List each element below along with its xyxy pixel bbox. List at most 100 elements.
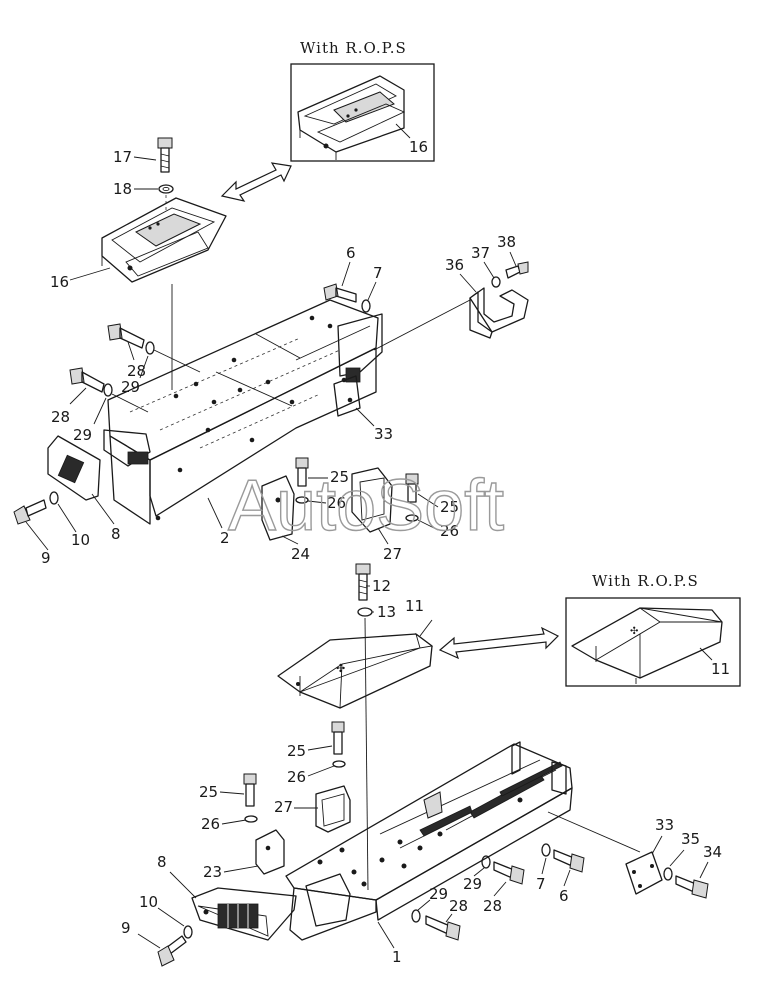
callout-17: 17 bbox=[113, 148, 132, 166]
bolt-25-upper-b bbox=[405, 473, 419, 503]
callout-10-upper: 10 bbox=[71, 531, 90, 549]
callout-29-upper-b: 29 bbox=[73, 426, 92, 444]
bottom-rops-inset: With R.O.P.S ✣ 11 bbox=[565, 572, 741, 687]
bracket-33-upper bbox=[333, 375, 361, 417]
bottom-inset-caption: With R.O.P.S bbox=[592, 572, 699, 590]
cover-8-upper bbox=[47, 435, 101, 501]
callout-11: 11 bbox=[405, 597, 424, 615]
bolt-28-lower-a bbox=[425, 915, 461, 941]
bolt-28-lower-b bbox=[493, 861, 525, 885]
bolt-25-lower-a bbox=[331, 721, 345, 755]
callout-28-lower-a: 28 bbox=[449, 897, 468, 915]
bolt-38 bbox=[505, 261, 529, 279]
bracket-23 bbox=[255, 829, 285, 875]
washer-7-lower bbox=[541, 843, 551, 857]
washer-29-upper-a bbox=[145, 341, 155, 355]
washer-29-lower-b bbox=[481, 855, 491, 869]
callout-16-inset: 16 bbox=[409, 138, 428, 156]
callout-9-upper: 9 bbox=[41, 549, 51, 567]
callout-23: 23 bbox=[203, 863, 222, 881]
bolt-6-upper bbox=[323, 283, 357, 303]
callout-6-upper: 6 bbox=[346, 244, 356, 262]
bracket-27-upper bbox=[351, 467, 393, 533]
bolt-28-upper-b bbox=[69, 367, 105, 393]
callout-7-upper: 7 bbox=[373, 264, 383, 282]
washer-35 bbox=[663, 867, 673, 881]
callout-11-inset: 11 bbox=[711, 660, 730, 678]
svg-text:✣: ✣ bbox=[336, 662, 345, 675]
upper-frame-assembly bbox=[13, 137, 529, 541]
callout-18: 18 bbox=[113, 180, 132, 198]
callout-25-lower-b: 25 bbox=[199, 783, 218, 801]
bolt-9-upper bbox=[13, 499, 47, 525]
callout-24: 24 bbox=[291, 545, 310, 563]
lower-callouts: 12 13 11 25 26 25 26 27 23 8 10 9 29 28 … bbox=[121, 577, 722, 966]
bolt-6-lower bbox=[553, 849, 585, 873]
callout-33-lower: 33 bbox=[655, 816, 674, 834]
bracket-24 bbox=[261, 475, 295, 541]
washer-7-upper bbox=[361, 299, 371, 313]
callout-8-upper: 8 bbox=[111, 525, 121, 543]
bolt-9-lower bbox=[157, 935, 187, 967]
callout-25-upper-b: 25 bbox=[440, 498, 459, 516]
callout-27-upper: 27 bbox=[383, 545, 402, 563]
plate-33-lower bbox=[625, 851, 663, 895]
callout-10-lower: 10 bbox=[139, 893, 158, 911]
callout-6-lower: 6 bbox=[559, 887, 569, 905]
washer-37 bbox=[491, 276, 501, 288]
callout-7-lower: 7 bbox=[536, 875, 546, 893]
callout-38: 38 bbox=[497, 233, 516, 251]
bolt-17 bbox=[157, 137, 173, 173]
bolt-12 bbox=[355, 563, 371, 601]
callout-12: 12 bbox=[372, 577, 391, 595]
callout-13: 13 bbox=[377, 603, 396, 621]
callout-26-upper-a: 26 bbox=[327, 494, 346, 512]
callout-29-upper-a: 29 bbox=[121, 378, 140, 396]
callout-2: 2 bbox=[220, 529, 230, 547]
upper-callouts: 17 18 16 6 7 36 37 38 28 29 28 29 33 25 … bbox=[25, 148, 517, 567]
cover-8-lower bbox=[191, 887, 297, 941]
callout-25-lower-a: 25 bbox=[287, 742, 306, 760]
lower-frame-1 bbox=[285, 741, 573, 941]
watermark: AutoSoft bbox=[228, 466, 504, 546]
callout-29-lower-a: 29 bbox=[429, 885, 448, 903]
lower-frame-assembly: ✣ bbox=[157, 563, 709, 967]
top-inset-plate bbox=[297, 75, 406, 160]
top-double-arrow bbox=[220, 162, 292, 202]
bolt-34 bbox=[675, 875, 709, 899]
washer-18 bbox=[158, 184, 174, 194]
leader-16-top bbox=[395, 123, 411, 139]
callout-35: 35 bbox=[681, 830, 700, 848]
washer-29-upper-b bbox=[103, 383, 113, 397]
bolt-25-upper-a bbox=[295, 457, 309, 487]
svg-text:✣: ✣ bbox=[630, 626, 638, 637]
bolt-25-lower-b bbox=[243, 773, 257, 807]
callout-33-upper: 33 bbox=[374, 425, 393, 443]
callout-26-upper-b: 26 bbox=[440, 522, 459, 540]
callout-26-lower-a: 26 bbox=[287, 768, 306, 786]
plate-16 bbox=[101, 197, 227, 283]
washer-13 bbox=[357, 607, 373, 617]
callout-8-lower: 8 bbox=[157, 853, 167, 871]
callout-36: 36 bbox=[445, 256, 464, 274]
bracket-27-lower bbox=[315, 785, 351, 833]
washer-26-lower-b bbox=[244, 815, 258, 823]
callout-28-lower-b: 28 bbox=[483, 897, 502, 915]
callout-9-lower: 9 bbox=[121, 919, 131, 937]
washer-10-lower bbox=[183, 925, 193, 939]
bottom-inset-cover: ✣ bbox=[571, 607, 723, 684]
callout-25-upper-a: 25 bbox=[330, 468, 349, 486]
washer-26-lower-a bbox=[332, 760, 346, 768]
callout-34: 34 bbox=[703, 843, 722, 861]
bolt-28-upper-a bbox=[107, 323, 145, 349]
callout-26-lower-b: 26 bbox=[201, 815, 220, 833]
bottom-inset-frame bbox=[565, 597, 741, 687]
callout-28-upper-b: 28 bbox=[51, 408, 70, 426]
washer-26-upper-b bbox=[405, 514, 419, 522]
callout-27-lower: 27 bbox=[274, 798, 293, 816]
washer-26-upper-a bbox=[295, 496, 309, 504]
callout-1: 1 bbox=[392, 948, 402, 966]
top-rops-inset: With R.O.P.S 16 bbox=[290, 39, 435, 162]
